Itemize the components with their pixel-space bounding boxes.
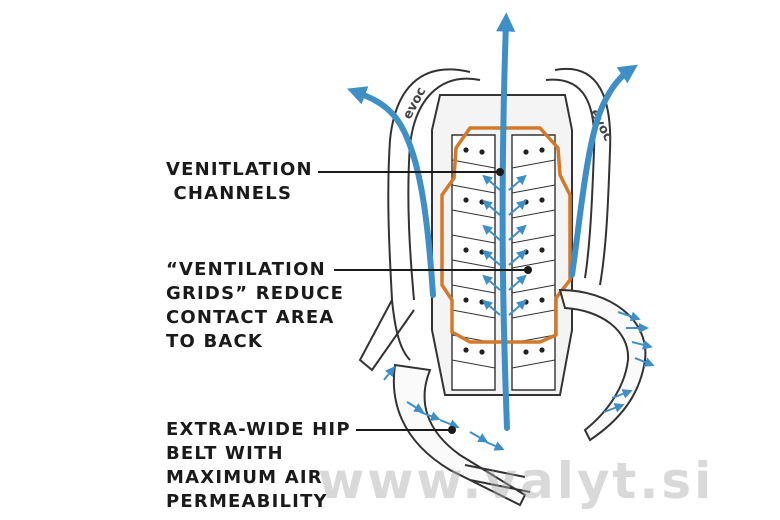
left-evoc-logo: evoc (400, 85, 429, 122)
left-shoulder-strap (387, 68, 471, 361)
belt-airflow-arrows (383, 174, 655, 451)
label-line: PERMEABILITY (166, 491, 328, 512)
label-line: CHANNELS (166, 183, 293, 204)
shoulder-straps (358, 67, 612, 372)
hip-belt-label: EXTRA-WIDE HIP BELT WITH MAXIMUM AIR PER… (166, 418, 351, 514)
label-line: GRIDS” REDUCE (166, 283, 345, 304)
ventilation-grid-pads (451, 134, 556, 391)
left-airflow-arrow (347, 86, 436, 298)
central-airflow-arrow (496, 12, 516, 431)
label-line: TO BACK (166, 331, 264, 352)
watermark: www.valyt.si (318, 452, 715, 510)
ventilation-channels-label: VENITLATION CHANNELS (166, 158, 313, 206)
right-shoulder-strap (554, 67, 612, 286)
ventilation-grids-label: “VENTILATION GRIDS” REDUCE CONTACT AREA … (166, 258, 344, 354)
label-line: CONTACT AREA (166, 307, 335, 328)
contact-area-outline (440, 126, 572, 344)
label-line: MAXIMUM AIR (166, 467, 323, 488)
label-line: BELT WITH (166, 443, 284, 464)
label-line: “VENTILATION (166, 259, 326, 280)
leader-endpoints (448, 168, 532, 434)
label-line: VENITLATION (166, 159, 313, 180)
leader-lines (318, 171, 528, 431)
svg-text:evoc: evoc (400, 85, 429, 122)
right-airflow-arrow (569, 64, 638, 278)
label-line: EXTRA-WIDE HIP (166, 419, 351, 440)
main-airflow-arrows (347, 12, 638, 431)
hip-belt (392, 288, 647, 507)
